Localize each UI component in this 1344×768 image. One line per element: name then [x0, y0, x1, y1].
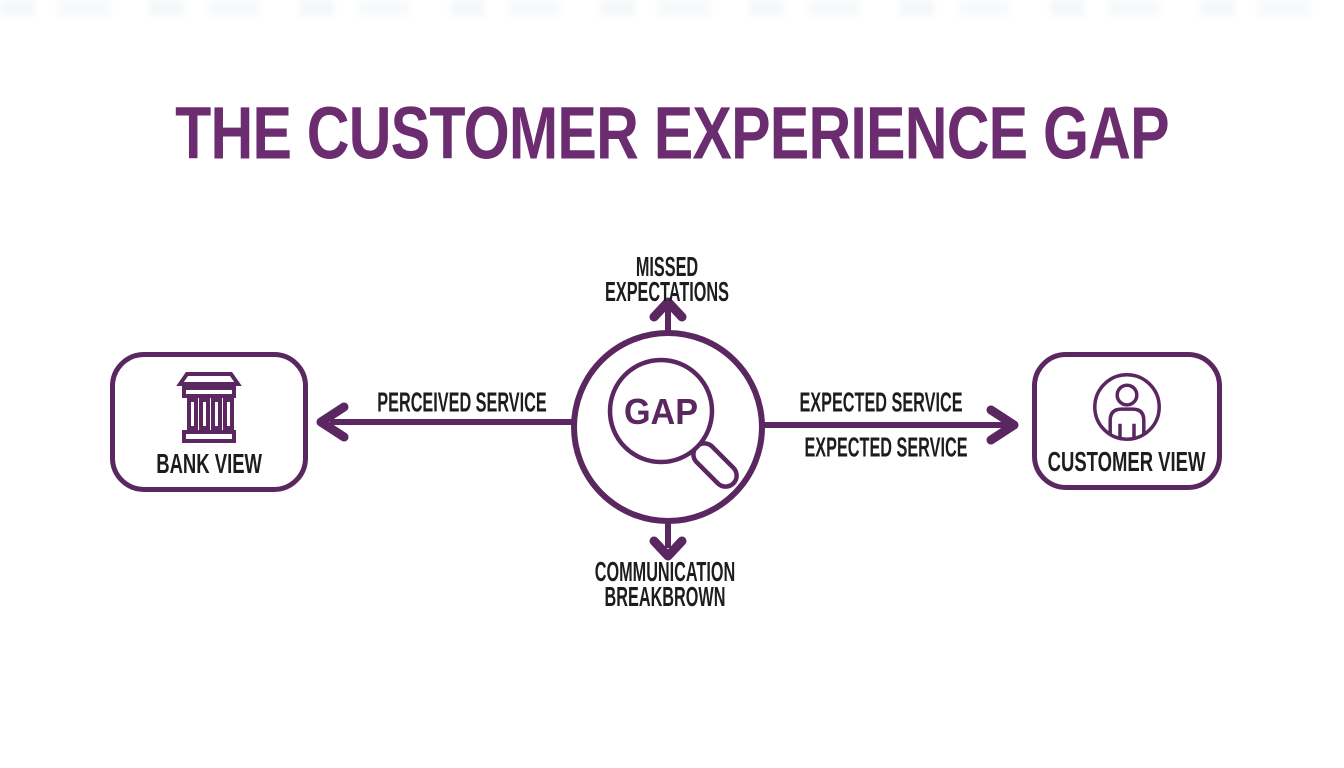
bank-view-box: BANK VIEW: [110, 352, 308, 492]
page-title: THE CUSTOMER EXPERIENCE GAP: [175, 91, 1170, 175]
gap-label: GAP: [623, 391, 699, 432]
communication-line2: BREAKBROWN: [604, 581, 726, 612]
customer-view-box: CUSTOMER VIEW: [1032, 352, 1222, 490]
communication-breakdown-label: COMMUNICATION BREAKBROWN: [594, 556, 736, 612]
expected-service-label-above: EXPECTED SERVICE: [799, 386, 963, 418]
right-arrow: [759, 405, 1019, 445]
perceived-service-label: PERCEIVED SERVICE: [377, 386, 547, 418]
bank-view-label: BANK VIEW: [156, 448, 262, 479]
missed-expectations-label: MISSED EXPECTATIONS: [605, 251, 729, 307]
left-arrow: [316, 402, 577, 442]
missed-expectations-line2: EXPECTATIONS: [605, 276, 729, 307]
down-arrow: [649, 520, 687, 561]
bank-icon: [176, 372, 242, 443]
missed-expectations-line1: MISSED: [635, 251, 699, 282]
top-edge-artifact: [0, 0, 1344, 16]
person-icon: [1093, 373, 1161, 441]
magnifier-icon: [607, 357, 739, 489]
customer-view-label: CUSTOMER VIEW: [1048, 446, 1206, 477]
up-arrow: [649, 297, 687, 334]
communication-line1: COMMUNICATION: [594, 556, 736, 587]
expected-service-label-below: EXPECTED SERVICE: [804, 431, 968, 463]
